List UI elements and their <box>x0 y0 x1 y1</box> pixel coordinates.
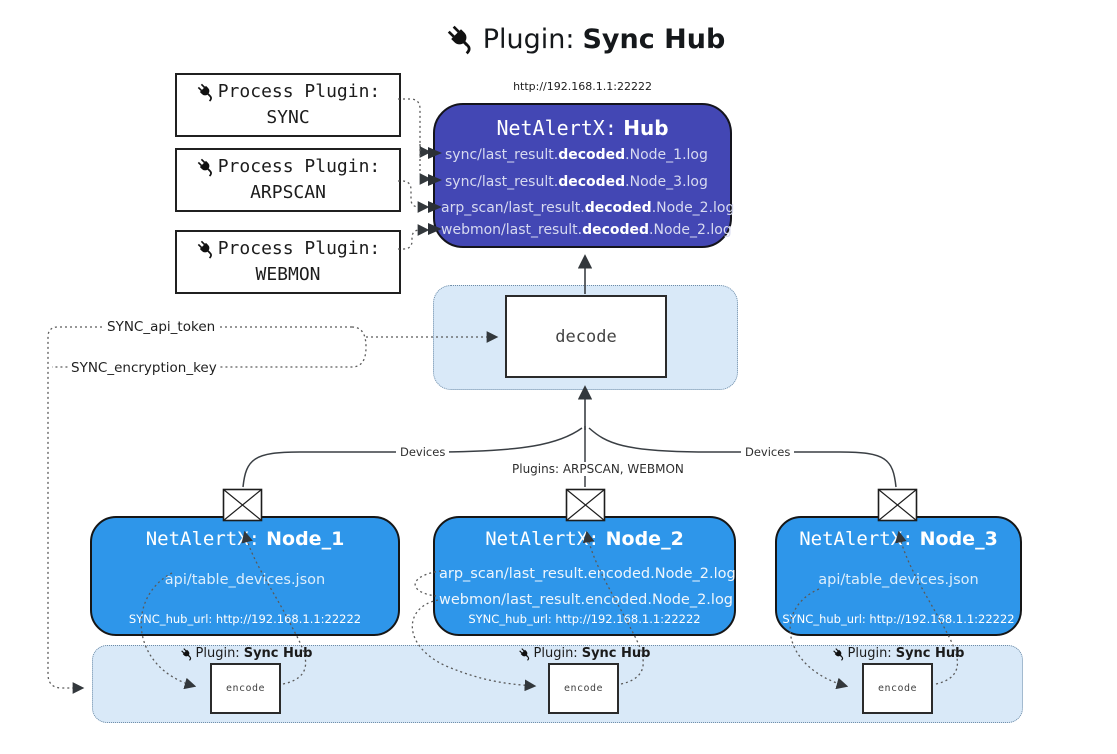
plug-icon <box>196 239 216 259</box>
hub-log-line: sync/last_result.decoded.Node_3.log <box>445 174 708 190</box>
envelope-icon <box>565 488 606 522</box>
encode-label: encode <box>877 683 918 694</box>
node-2-box: NetAlertX: Node_2 arp_scan/last_result.e… <box>433 516 736 636</box>
node-title: NetAlertX: Node_1 <box>145 528 345 550</box>
process-plugin-webmon: Process Plugin: WEBMON <box>175 230 401 294</box>
encode-label: encode <box>563 683 604 694</box>
encoder-plugin-label-2: Plugin: Sync Hub <box>504 645 664 662</box>
encoder-plugin-label-1: Plugin: Sync Hub <box>166 645 326 662</box>
encode-box-1: encode <box>210 663 281 714</box>
process-plugin-label: Process Plugin: <box>217 81 381 102</box>
plug-icon <box>518 647 532 661</box>
encode-label: encode <box>225 683 266 694</box>
hub-box: NetAlertX: Hub sync/last_result.decoded.… <box>433 103 735 248</box>
decode-box: decode <box>505 295 667 378</box>
devices-label-right: Devices <box>741 445 795 459</box>
encode-box-2: encode <box>548 663 619 714</box>
hub-url-label: http://192.168.1.1:22222 <box>513 80 652 93</box>
hub-log-line: sync/last_result.decoded.Node_1.log <box>445 147 708 163</box>
plugins-label-center: Plugins: ARPSCAN, WEBMON <box>508 462 688 476</box>
process-plugin-name: SYNC <box>266 107 310 128</box>
plug-icon <box>196 157 216 177</box>
node-file: arp_scan/last_result.encoded.Node_2.log <box>439 566 736 582</box>
process-plugin-label: Process Plugin: <box>217 156 381 177</box>
plug-icon <box>180 647 194 661</box>
envelope-icon <box>222 488 263 522</box>
sync-api-token-label: SYNC_api_token <box>104 319 219 335</box>
node-hub-url: SYNC_hub_url: http://192.168.1.1:22222 <box>782 612 1015 626</box>
plug-icon <box>445 23 477 55</box>
sync-encryption-key-label: SYNC_encryption_key <box>68 360 220 376</box>
process-plugin-sync: Process Plugin: SYNC <box>175 73 401 137</box>
hub-log-line: arp_scan/last_result.decoded.Node_2.log <box>441 200 735 216</box>
node-title: NetAlertX: Node_2 <box>485 528 684 550</box>
page-title: Plugin: Sync Hub <box>370 18 800 60</box>
node-file: webmon/last_result.encoded.Node_2.log <box>439 592 734 608</box>
node-1-box: NetAlertX: Node_1 api/table_devices.json… <box>90 516 400 636</box>
process-plugin-name: ARPSCAN <box>250 182 326 203</box>
link-sync-hub-log1 <box>398 98 432 158</box>
node-hub-url: SYNC_hub_url: http://192.168.1.1:22222 <box>468 612 701 626</box>
link-arpscan-hub-log3 <box>398 180 430 213</box>
node-hub-url: SYNC_hub_url: http://192.168.1.1:22222 <box>128 612 362 626</box>
plug-icon <box>196 82 216 102</box>
title-name: Sync Hub <box>582 23 726 55</box>
node-file: api/table_devices.json <box>164 572 326 588</box>
node-title: NetAlertX: Node_3 <box>799 528 998 550</box>
process-plugin-arpscan: Process Plugin: ARPSCAN <box>175 148 401 212</box>
link-webmon-hub-log4 <box>398 224 430 250</box>
process-plugin-name: WEBMON <box>255 264 321 285</box>
decode-label: decode <box>555 326 617 347</box>
title-prefix: Plugin: <box>482 23 575 55</box>
hub-title: NetAlertX: Hub <box>496 116 669 140</box>
process-plugin-label: Process Plugin: <box>217 238 381 259</box>
devices-label-left: Devices <box>396 445 450 459</box>
encode-box-3: encode <box>862 663 933 714</box>
encoder-plugin-label-3: Plugin: Sync Hub <box>818 645 978 662</box>
node-3-box: NetAlertX: Node_3 api/table_devices.json… <box>775 516 1022 636</box>
hub-log-line: webmon/last_result.decoded.Node_2.log <box>441 222 732 238</box>
node-file: api/table_devices.json <box>818 572 979 588</box>
link-sync-hub-log2 <box>419 144 432 185</box>
plug-icon <box>832 647 846 661</box>
envelope-icon <box>877 488 918 522</box>
